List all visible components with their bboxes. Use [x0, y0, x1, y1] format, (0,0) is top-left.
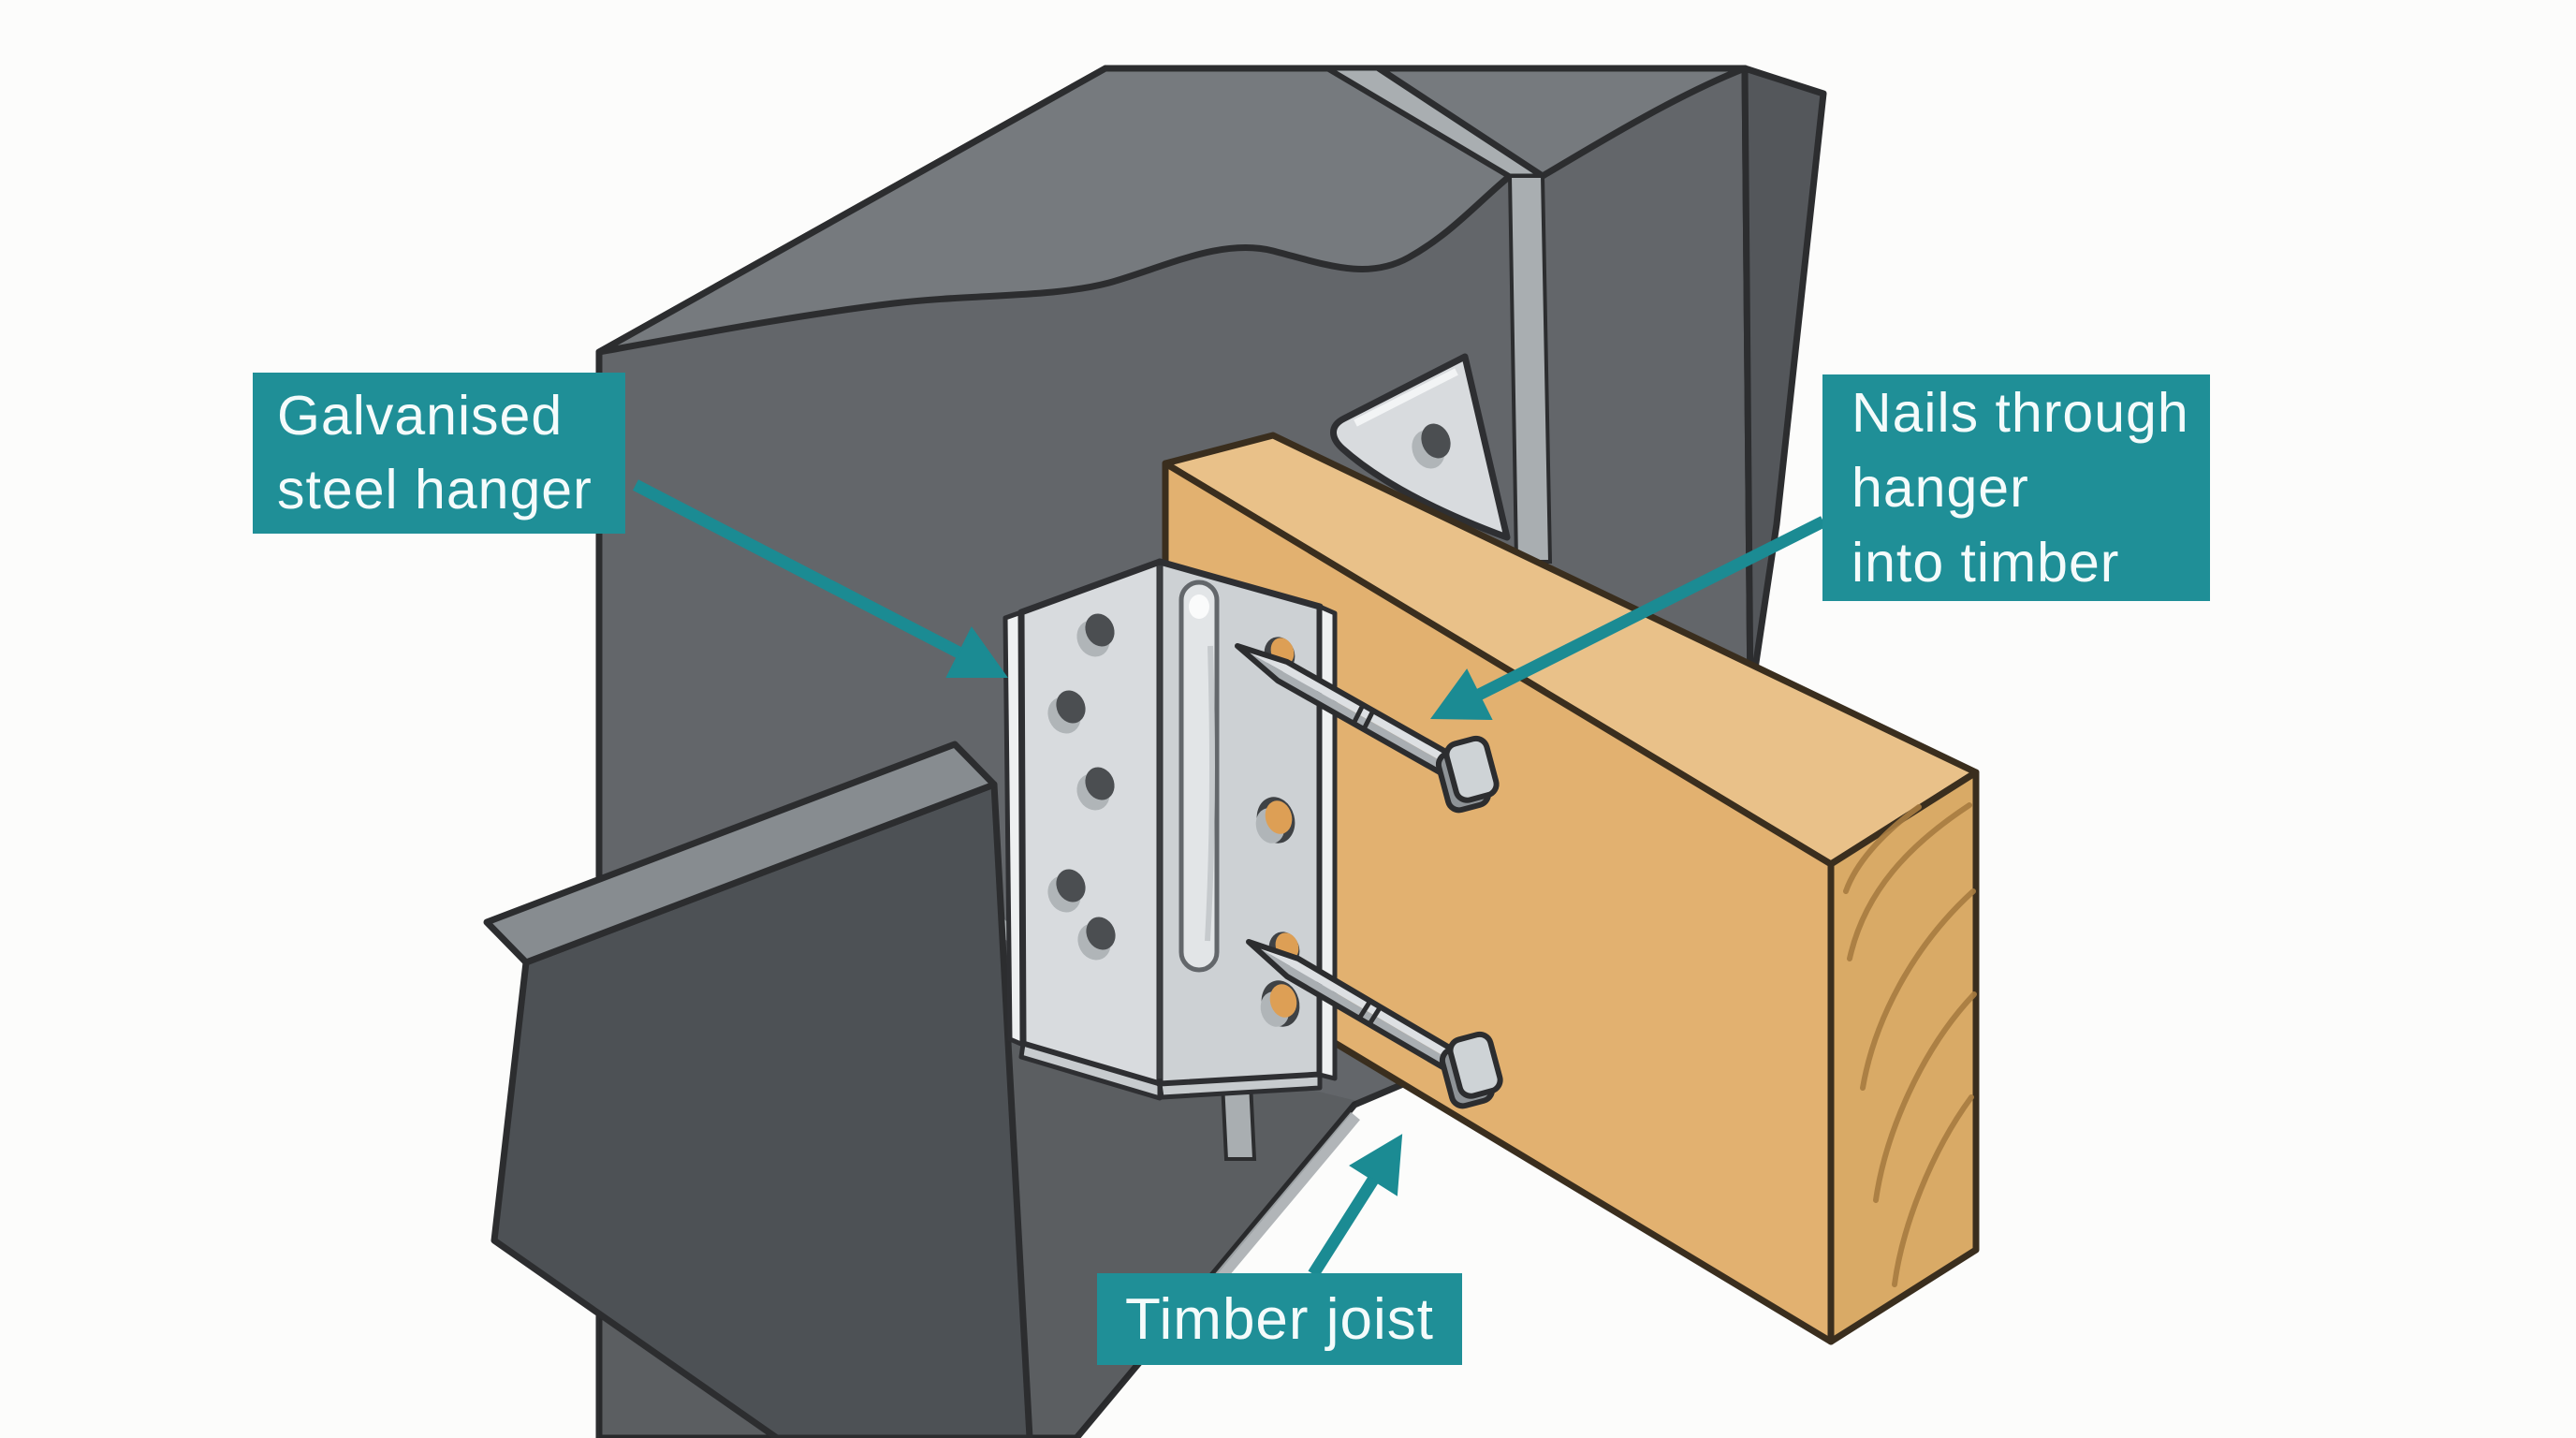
label-line: Timber joist	[1124, 1286, 1435, 1352]
hanger-left-flange-holes	[1047, 613, 1116, 961]
nail-lower	[1246, 932, 1503, 1109]
hanger-right-flange-holes	[1255, 797, 1300, 1027]
hanger-bottom-edge-right	[1157, 1072, 1323, 1100]
foundation-block	[483, 741, 1033, 1438]
top-flange-edge-highlight	[1354, 368, 1458, 427]
annotation-arrows	[633, 479, 1826, 1278]
galvanised-steel-hanger-label: Galvanised steel hanger	[253, 373, 625, 534]
hanger-arrow	[633, 479, 1008, 678]
label-line: steel hanger	[277, 459, 593, 521]
nail-lower-head	[1439, 1031, 1503, 1109]
nail-lower-shaft-dark	[1249, 942, 1456, 1072]
wall-top-face-left-block	[595, 65, 1514, 356]
block-front-face	[490, 781, 1033, 1438]
hanger-top-flange	[1330, 353, 1511, 541]
mortar-joint-vertical-upper	[1507, 174, 1553, 564]
nails-arrowhead-icon	[1430, 668, 1493, 721]
nail-lower-shaft-light	[1249, 942, 1462, 1064]
hanger-slot-highlight	[1189, 594, 1209, 619]
timber-arrow	[1308, 1134, 1403, 1278]
label-line: hanger	[1852, 457, 2029, 519]
label-line: Nails through	[1852, 382, 2189, 444]
timber-arrowhead-icon	[1349, 1134, 1403, 1196]
timber-grain-rings	[1843, 802, 1977, 1287]
hanger-right-edge-thickness	[1317, 604, 1338, 1081]
nail-upper-shaft-dark	[1237, 646, 1453, 777]
label-line: Galvanised	[277, 385, 564, 447]
wall-top-face-right-block	[1375, 65, 1749, 180]
nail-upper-head	[1435, 735, 1500, 814]
nails-through-hanger-label: Nails through hanger into timber	[1822, 374, 2210, 601]
wall-right-side-face	[1741, 65, 1827, 704]
label-line: into timber	[1852, 532, 2120, 594]
hanger-arrowhead-icon	[945, 626, 1008, 678]
nail-upper	[1235, 637, 1500, 814]
top-flange-hole	[1421, 423, 1451, 459]
block-top-face	[483, 741, 998, 966]
hanger-slot-shade	[1205, 645, 1215, 942]
nail-upper-shaft-light	[1237, 646, 1457, 768]
timber-joist-label: Timber joist	[1097, 1273, 1462, 1365]
nails-arrow	[1430, 516, 1826, 721]
